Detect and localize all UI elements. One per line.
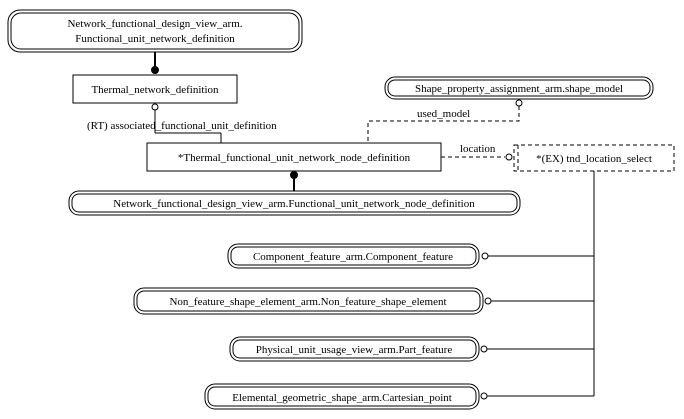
entity-non-feature-shape-element[interactable]: Non_feature_shape_element_arm.Non_featur… (133, 287, 484, 315)
associated-label: (RT) associated_functional_unit_definiti… (87, 120, 277, 132)
relation-end-circle-associated (151, 103, 159, 111)
entity-network-functional-unit-network-definition[interactable]: Network_functional_design_view_arm. Func… (7, 9, 303, 53)
entity-shape-model-ref[interactable]: Shape_property_assignment_arm.shape_mode… (384, 76, 654, 100)
select-branch-circle-component (481, 252, 489, 260)
thermal-network-definition-label: Thermal_network_definition (91, 84, 219, 96)
used-model-label: used_model (417, 108, 470, 120)
relation-end-circle-location (505, 153, 513, 161)
subtype-dot-node (290, 171, 298, 179)
subtype-dot (151, 66, 159, 74)
top-ref-label-line2: Functional_unit_network_definition (75, 33, 235, 45)
select-branch-circle-non-feature (484, 297, 492, 305)
location-label: location (460, 143, 496, 155)
select-branch-circle-part-feature (480, 345, 488, 353)
tnd-location-select-label: *(EX) tnd_location_select (536, 153, 652, 165)
relation-line-used-model (367, 106, 520, 143)
entity-thermal-network-definition[interactable]: Thermal_network_definition (72, 74, 238, 104)
shape-model-ref-label: Shape_property_assignment_arm.shape_mode… (415, 83, 623, 95)
thermal-node-definition-label: *Thermal_functional_unit_network_node_de… (178, 152, 411, 164)
select-branch-circle-cartesian (480, 392, 488, 400)
select-tnd-location[interactable]: *(EX) tnd_location_select (513, 144, 675, 172)
cartesian-point-label: Elemental_geometric_shape_arm.Cartesian_… (232, 392, 452, 404)
component-feature-label: Component_feature_arm.Component_feature (253, 251, 453, 263)
entity-node-definition-ref[interactable]: Network_functional_design_view_arm.Funct… (68, 190, 521, 216)
part-feature-label: Physical_unit_usage_view_arm.Part_featur… (256, 344, 453, 356)
non-feature-shape-element-label: Non_feature_shape_element_arm.Non_featur… (169, 296, 446, 308)
entity-thermal-node-definition[interactable]: *Thermal_functional_unit_network_node_de… (146, 142, 442, 172)
node-definition-ref-label: Network_functional_design_view_arm.Funct… (113, 198, 475, 210)
entity-component-feature[interactable]: Component_feature_arm.Component_feature (227, 243, 480, 269)
entity-part-feature[interactable]: Physical_unit_usage_view_arm.Part_featur… (229, 336, 480, 362)
top-ref-label-line1: Network_functional_design_view_arm. (67, 18, 242, 30)
entity-cartesian-point[interactable]: Elemental_geometric_shape_arm.Cartesian_… (204, 383, 480, 410)
relation-end-circle-used-model (515, 99, 523, 107)
